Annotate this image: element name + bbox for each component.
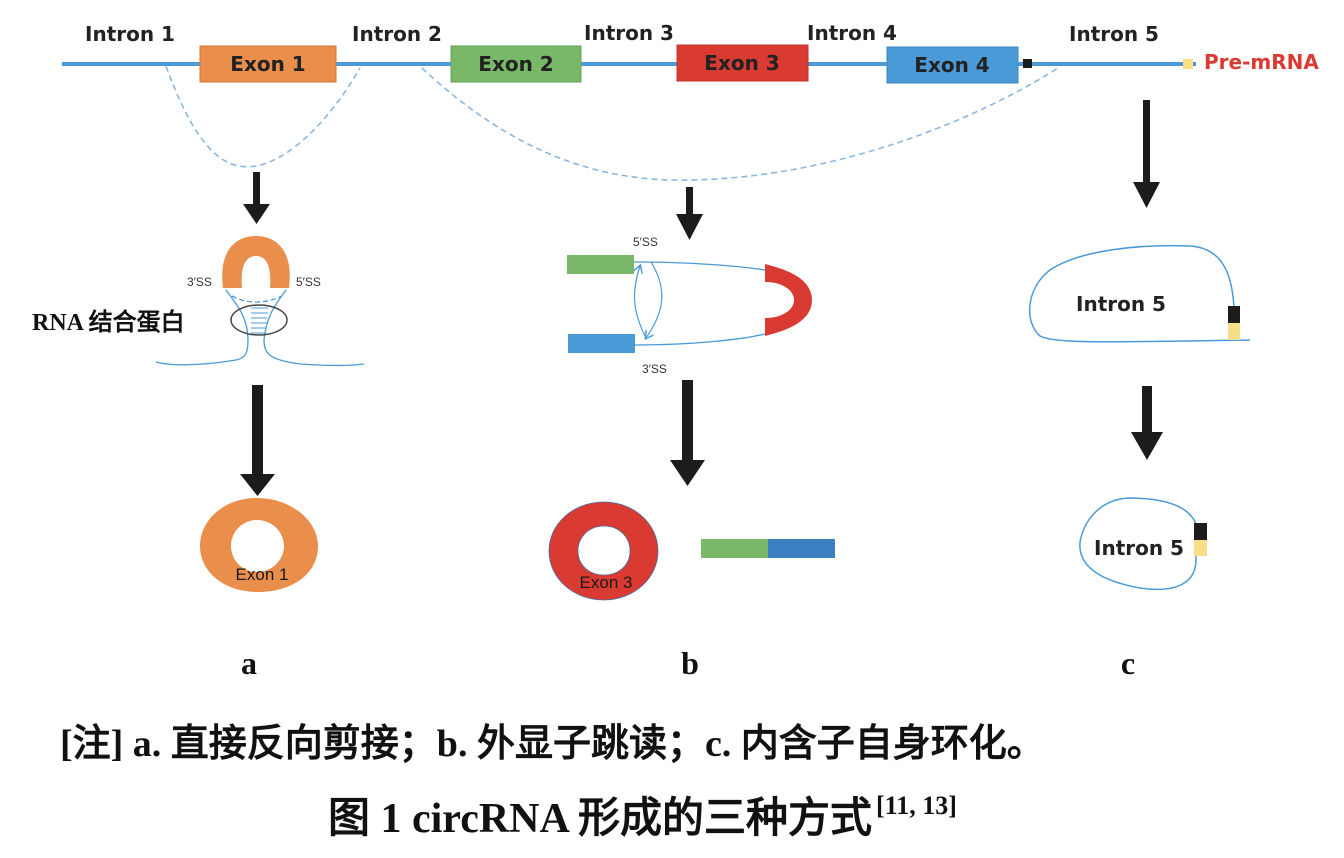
pre-mrna-label: Pre-mRNA bbox=[1204, 50, 1319, 74]
exon-1-box bbox=[199, 45, 337, 83]
exon-4-fragment bbox=[568, 334, 635, 353]
panel-c-tag: c bbox=[1121, 645, 1135, 681]
exon-1-circle bbox=[200, 498, 318, 592]
splice-curve-b bbox=[421, 67, 1059, 181]
ss5-label-a: 5′SS bbox=[296, 275, 321, 289]
intron-5-circle bbox=[1079, 497, 1197, 591]
intron-5-circle-label: Intron 5 bbox=[1094, 536, 1184, 560]
figure-note: [注] a. 直接反向剪接；b. 外显子跳读；c. 内含子自身环化。 bbox=[60, 723, 1045, 765]
intron-2-label: Intron 2 bbox=[352, 22, 442, 46]
exon-1-label: Exon 1 bbox=[230, 52, 305, 76]
exon-3-box bbox=[676, 44, 809, 82]
panel-b: 5′SS 3′SS Exon 3 b bbox=[548, 235, 835, 681]
rna-strand-right bbox=[263, 289, 365, 367]
ss5-label-b: 5′SS bbox=[633, 235, 658, 249]
exon-3-arch bbox=[765, 264, 812, 336]
pre-mrna-strand bbox=[62, 44, 1196, 84]
exon-3-circle bbox=[548, 501, 659, 601]
panel-c: Intron 5 Intron 5 c bbox=[1028, 244, 1251, 681]
strand-bottom bbox=[634, 333, 766, 346]
arrow-down-icon bbox=[240, 385, 275, 496]
exon-1-circle-label: Exon 1 bbox=[236, 565, 289, 584]
exon-2-fragment bbox=[567, 255, 634, 274]
black-marker bbox=[1194, 523, 1207, 540]
exon-2-label: Exon 2 bbox=[478, 52, 553, 76]
arrow-down-icon bbox=[670, 380, 705, 486]
rbp-label: RNA 结合蛋白 bbox=[32, 308, 185, 336]
exon-2-joined bbox=[701, 539, 768, 558]
arrow-down-icon bbox=[676, 187, 703, 240]
exon-4-box bbox=[886, 46, 1019, 84]
intron-4-label: Intron 4 bbox=[807, 21, 897, 45]
dashed-link bbox=[231, 295, 283, 303]
intron-5-lariat-label: Intron 5 bbox=[1076, 292, 1166, 316]
intron-3-label: Intron 3 bbox=[584, 21, 674, 45]
splice-arrow-down bbox=[646, 261, 663, 338]
rna-strand-left bbox=[155, 289, 249, 366]
arrow-down-icon bbox=[1133, 100, 1160, 208]
exon-3-circle-label: Exon 3 bbox=[580, 573, 633, 592]
caption-text: 图 1 circRNA 形成的三种方式 bbox=[328, 796, 873, 842]
circrna-diagram: Exon 1 Exon 2 Exon 3 Exon 4 Intron 1 Int… bbox=[32, 21, 1319, 681]
panel-a-tag: a bbox=[241, 645, 257, 681]
intron-1-label: Intron 1 bbox=[85, 22, 175, 46]
ss3-label-b: 3′SS bbox=[642, 362, 667, 376]
black-marker bbox=[1023, 59, 1032, 68]
rbp-ellipse bbox=[230, 304, 288, 336]
splice-curve-a bbox=[165, 65, 361, 168]
yellow-marker bbox=[1183, 59, 1193, 69]
arrow-down-icon bbox=[1131, 386, 1163, 460]
exon-1-arch bbox=[222, 236, 290, 288]
panel-a: 3′SS 5′SS RNA 结合蛋白 Exon 1 a bbox=[32, 236, 365, 681]
arrow-down-icon bbox=[243, 172, 270, 224]
figure-caption: 图 1 circRNA 形成的三种方式[11, 13] bbox=[328, 784, 957, 845]
black-marker bbox=[1228, 306, 1240, 323]
ss3-label-a: 3′SS bbox=[187, 275, 212, 289]
exon-2-box bbox=[450, 45, 582, 83]
yellow-marker bbox=[1228, 323, 1240, 340]
splice-arrow-up bbox=[635, 266, 646, 337]
exon-3-label: Exon 3 bbox=[704, 51, 779, 75]
intron-5-label: Intron 5 bbox=[1069, 22, 1159, 46]
caption-refs: [11, 13] bbox=[876, 791, 957, 820]
yellow-marker bbox=[1194, 540, 1207, 556]
exon-4-joined bbox=[768, 539, 835, 558]
base-pairing bbox=[251, 307, 268, 334]
strand-top bbox=[633, 261, 766, 271]
arrows bbox=[240, 100, 1163, 496]
intron-5-lariat bbox=[1028, 244, 1251, 343]
panel-b-tag: b bbox=[681, 645, 699, 681]
exon-4-label: Exon 4 bbox=[914, 53, 989, 77]
